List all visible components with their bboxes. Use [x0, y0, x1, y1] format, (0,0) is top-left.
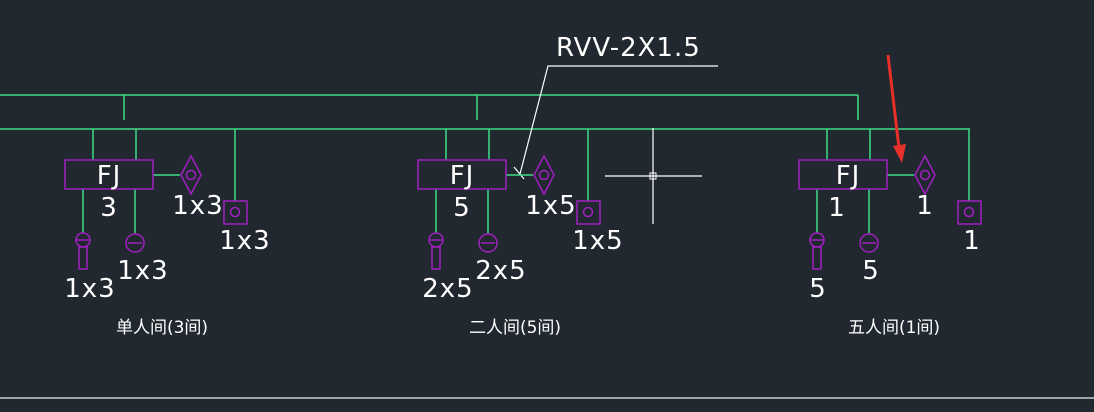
unit-double-room[interactable]: FJ 5 1x5 1x5 2x5 2x5 二人间(5间)	[417, 95, 624, 338]
fj-box-count: 3	[100, 193, 118, 223]
fj-box-count: 5	[453, 193, 471, 223]
diamond-device-icon[interactable]	[533, 154, 555, 196]
circle-device-label: 5	[862, 256, 880, 286]
cable-label: RVV-2X1.5	[556, 33, 701, 63]
unit-single-room[interactable]: FJ 3 1x3 1x3 1x3 1x3 单人间(3间)	[64, 95, 270, 338]
lamp-device-icon[interactable]	[428, 232, 444, 270]
circle-device-icon[interactable]	[859, 233, 879, 253]
diamond-device-label: 1x5	[525, 191, 576, 221]
square-device-label: 1x3	[219, 226, 270, 256]
fj-box-label: FJ	[97, 161, 122, 191]
diamond-device-icon[interactable]	[914, 154, 936, 196]
diamond-device-icon[interactable]	[180, 154, 202, 196]
fj-box-label: FJ	[836, 161, 861, 191]
fj-box-count: 1	[828, 193, 846, 223]
square-device-icon[interactable]	[223, 200, 248, 225]
fj-box-label: FJ	[450, 161, 475, 191]
circle-device-icon[interactable]	[125, 233, 145, 253]
lamp-device-icon[interactable]	[809, 232, 825, 270]
unit-caption: 单人间(3间)	[116, 318, 208, 338]
unit-caption: 二人间(5间)	[469, 318, 561, 338]
square-device-label: 1	[963, 226, 981, 256]
unit-five-person-room[interactable]: FJ 1 1 1 5 5 五人间(1间)	[798, 129, 982, 338]
unit-caption: 五人间(1间)	[848, 318, 940, 338]
fj-box[interactable]	[64, 159, 154, 190]
diamond-device-label: 1	[916, 191, 934, 221]
square-device-icon[interactable]	[957, 200, 982, 225]
fj-box[interactable]	[417, 159, 507, 190]
red-arrow-icon	[886, 54, 906, 163]
circle-device-icon[interactable]	[478, 233, 498, 253]
diamond-device-label: 1x3	[172, 191, 223, 221]
lamp-device-label: 2x5	[422, 274, 473, 304]
cable-tick-mark	[513, 166, 525, 180]
circle-device-label: 2x5	[475, 256, 526, 286]
fj-box[interactable]	[798, 159, 888, 190]
lamp-device-label: 1x3	[64, 274, 115, 304]
lamp-device-icon[interactable]	[75, 232, 91, 270]
cad-crosshair-cursor	[605, 128, 702, 224]
lamp-device-label: 5	[809, 274, 827, 304]
square-device-label: 1x5	[572, 226, 623, 256]
square-device-icon[interactable]	[576, 200, 601, 225]
cable-leader-line	[519, 65, 718, 175]
circle-device-label: 1x3	[117, 256, 168, 286]
